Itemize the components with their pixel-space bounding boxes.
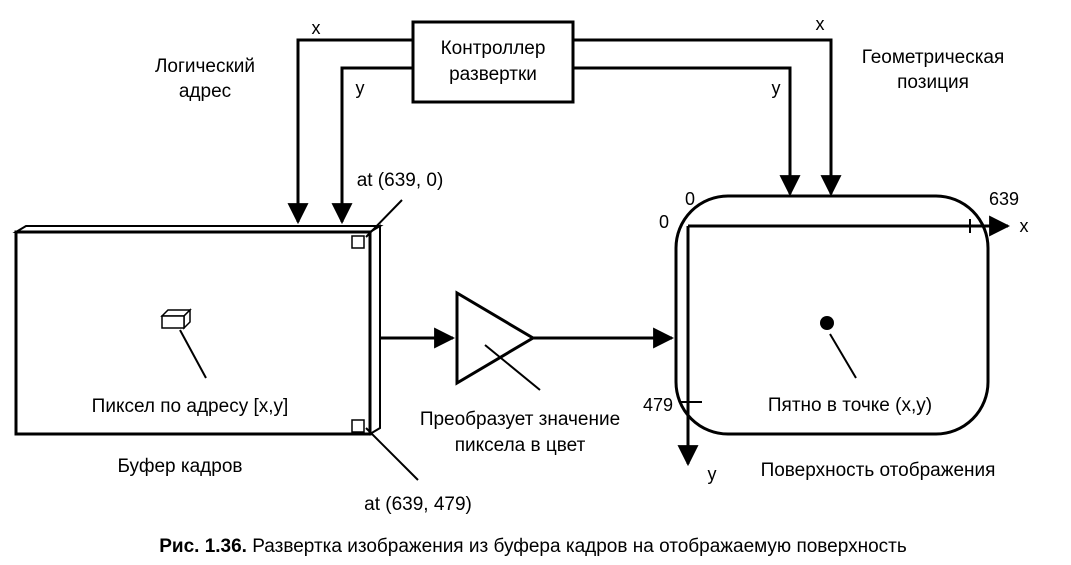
display-spot xyxy=(820,316,834,330)
signal-y-right-label: y xyxy=(772,78,781,98)
converter-pointer-line xyxy=(484,344,541,391)
corner-top-pointer xyxy=(365,199,403,238)
spot-pointer-line xyxy=(829,333,857,379)
spot-label: Пятно в точке (x,y) xyxy=(768,395,932,416)
signal-x-left-line xyxy=(287,38,413,225)
figure-caption-prefix: Рис. 1.36. xyxy=(159,536,247,557)
signal-y-left-label: y xyxy=(356,78,365,98)
geometric-position-line1: Геометрическая xyxy=(862,47,1005,68)
scan-controller-line2: развертки xyxy=(449,64,537,85)
color-converter-triangle xyxy=(455,290,536,386)
signal-y-right-line xyxy=(573,66,801,197)
axis-y-max-label: 479 xyxy=(643,395,673,415)
converter-label-line2: пиксела в цвет xyxy=(455,435,586,456)
scan-controller-box xyxy=(411,20,575,104)
display-surface-label: Поверхность отображения xyxy=(761,460,996,481)
frame-buffer: Пиксел по адресу [x,y] xyxy=(12,224,384,436)
axis-x-name: x xyxy=(1020,216,1029,236)
scan-controller-line1: Контроллер xyxy=(441,38,546,59)
signal-x-right-line xyxy=(573,38,842,197)
display-surface xyxy=(674,194,990,436)
signal-x-right-label: x xyxy=(816,14,825,34)
figure-caption-text: Развертка изображения из буфера кадров н… xyxy=(247,536,907,557)
logical-address-line1: Логический xyxy=(155,56,255,77)
corner-bottom-pointer xyxy=(365,427,419,481)
axis-y-name: y xyxy=(708,464,717,484)
axis-x-max-label: 639 xyxy=(989,189,1019,209)
frame-buffer-label: Буфер кадров xyxy=(118,456,243,477)
converter-label-line1: Преобразует значение xyxy=(420,409,620,430)
axis-origin-x-label: 0 xyxy=(685,189,695,209)
pixel-pointer-line xyxy=(179,329,207,379)
axis-origin-y-label: 0 xyxy=(659,212,669,232)
corner-top-label: at (639, 0) xyxy=(357,170,444,191)
signal-x-left-label: x xyxy=(312,18,321,38)
pixel-label: Пиксел по адресу [x,y] xyxy=(92,396,289,417)
corner-bottom-label: at (639, 479) xyxy=(364,494,472,515)
geometric-position-line2: позиция xyxy=(897,72,969,93)
pixel-cube-icon xyxy=(160,308,192,330)
figure-caption: Рис. 1.36. Развертка изображения из буфе… xyxy=(159,536,907,557)
logical-address-line2: адрес xyxy=(179,81,231,102)
corner-pixel-bottom xyxy=(351,419,365,433)
signal-y-left-line xyxy=(331,66,413,225)
corner-pixel-top xyxy=(351,235,365,249)
